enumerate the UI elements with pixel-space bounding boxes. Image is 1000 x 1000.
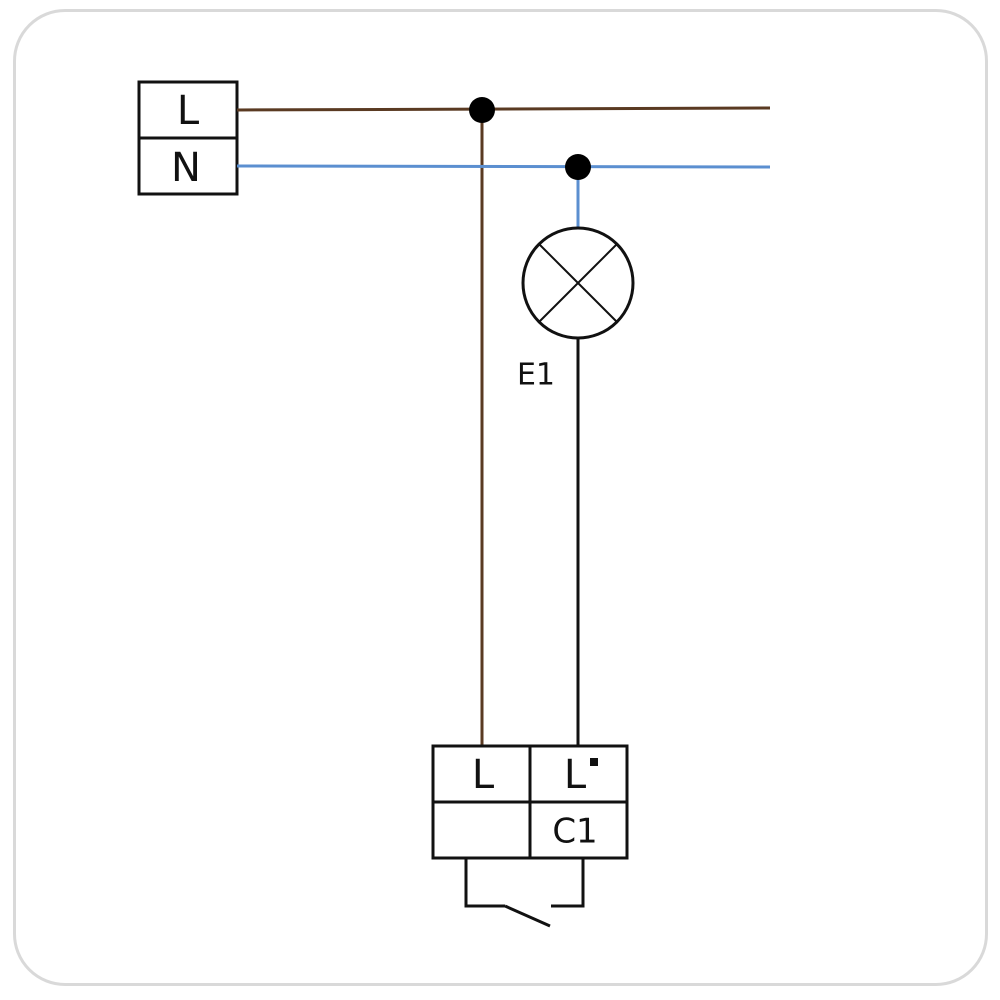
switch-out-marker [590,758,598,766]
live-junction-node [469,97,495,123]
switch-out-label: L [564,752,587,798]
neutral-bus-wire [236,164,771,169]
switch-designation-cell [528,800,629,860]
supply-neutral-terminal [137,136,239,196]
supply-live-label: L [177,88,200,134]
lamp-designation: E1 [517,358,555,393]
neutral-wires [236,164,771,228]
switch-terminal-block: L L C1 [431,744,629,860]
live-bus-wire [236,106,771,112]
switch-empty-cell [431,800,532,860]
switch-designation: C1 [552,812,597,852]
live-wires [236,106,771,746]
switch-in-label: L [472,752,495,798]
supply-terminal-block: L N [137,80,239,196]
neutral-junction-node [565,154,591,180]
normally-open-contact-icon [464,858,585,928]
supply-neutral-label: N [171,145,201,191]
lamp-cross-circle-icon [521,226,635,340]
